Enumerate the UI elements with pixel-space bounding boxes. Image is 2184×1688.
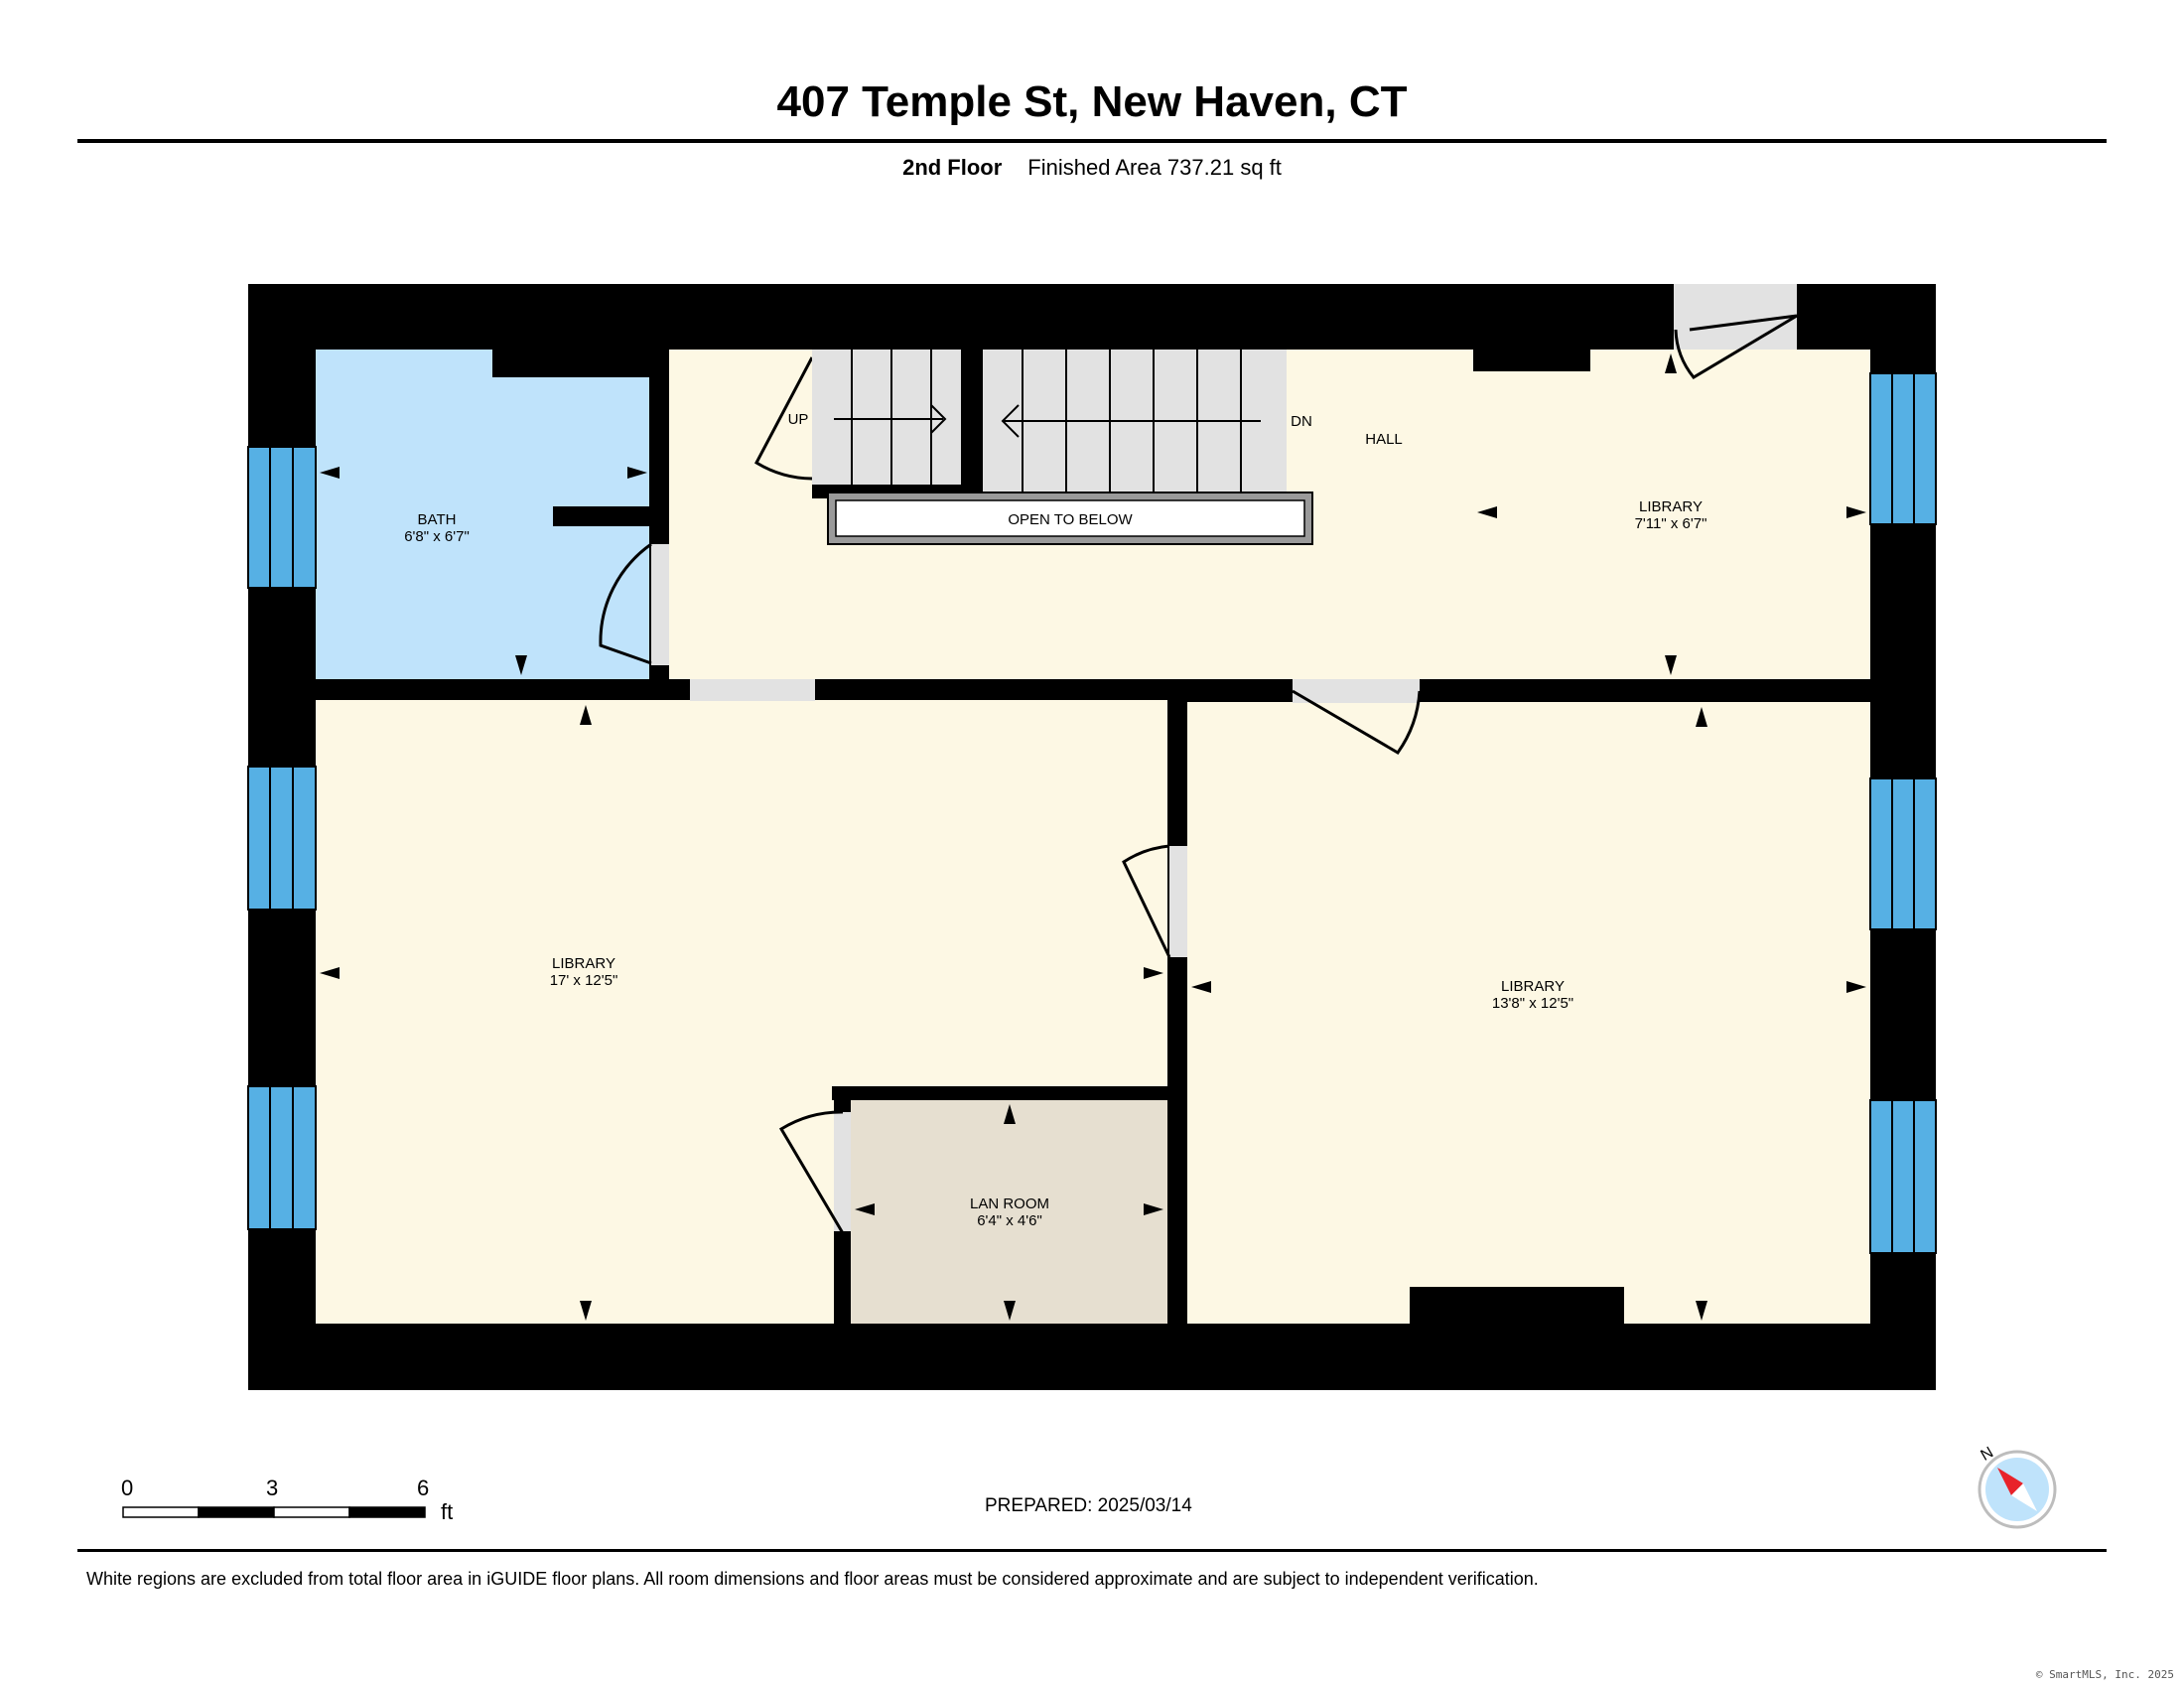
- door-swing-library-east: [1292, 689, 1422, 755]
- address-title: 407 Temple St, New Haven, CT: [776, 77, 1408, 126]
- bath-name: BATH: [418, 511, 457, 528]
- door-swing-lan-room: [778, 1110, 845, 1234]
- chimney-block: [1410, 1287, 1624, 1325]
- door-swing-stair: [754, 356, 814, 481]
- stair-up: [812, 350, 961, 485]
- door-hall-library: [690, 679, 815, 701]
- copyright: © SmartMLS, Inc. 2025: [2035, 1668, 2174, 1681]
- library-ne-name: LIBRARY: [1639, 498, 1703, 515]
- hall-name: HALL: [1365, 431, 1403, 448]
- door-lan-room: [834, 1112, 851, 1231]
- floor-label: 2nd Floor: [902, 155, 1003, 180]
- lan-room-floor: [851, 1100, 1167, 1324]
- header-rule: [77, 139, 2107, 143]
- library-e-name: LIBRARY: [1501, 978, 1565, 995]
- hall-wall-notch: [1473, 348, 1590, 371]
- door-library-library: [1169, 846, 1187, 957]
- door-swing-bath: [599, 542, 652, 665]
- library-ne-dims: 7'11" x 6'7": [1635, 515, 1707, 532]
- lan-room-name: LAN ROOM: [970, 1196, 1049, 1212]
- door-bath: [651, 544, 669, 665]
- door-hall-library-east: [1293, 679, 1420, 703]
- library-e-dims: 13'8" x 12'5": [1492, 995, 1573, 1012]
- scale-tick-6: 6: [417, 1476, 429, 1500]
- prepared-date: PREPARED: 2025/03/14: [985, 1495, 1192, 1516]
- library-w-dims: 17' x 12'5": [550, 972, 618, 989]
- stair-down-label: DN: [1291, 413, 1312, 430]
- windows: [247, 372, 1937, 1254]
- dimension-arrows: [320, 353, 1866, 1321]
- library-east-floor: [1187, 702, 1870, 1324]
- scale-unit: ft: [441, 1499, 453, 1524]
- stair-up-label: UP: [788, 411, 809, 428]
- closet-nook: [1674, 284, 1797, 350]
- bath-dims: 6'8" x 6'7": [404, 528, 470, 545]
- lan-room-top-wall: [832, 1086, 1167, 1100]
- finished-area: Finished Area 737.21 sq ft: [1027, 155, 1282, 180]
- scale-tick-0: 0: [121, 1476, 133, 1500]
- door-swing-closet: [1674, 314, 1798, 379]
- disclaimer: White regions are excluded from total fl…: [86, 1569, 1539, 1589]
- scale-tick-3: 3: [266, 1476, 278, 1500]
- scale-bar: [122, 1506, 426, 1518]
- open-to-below-label: OPEN TO BELOW: [1008, 511, 1133, 528]
- stair-divider: [961, 350, 983, 498]
- bath-stub-wall: [553, 506, 652, 526]
- footer-rule: [77, 1549, 2107, 1552]
- lan-room-dims: 6'4" x 4'6": [977, 1212, 1042, 1229]
- compass-icon: N: [1978, 1444, 2057, 1529]
- door-swing-library-west: [1122, 844, 1171, 958]
- open-to-below-void: [835, 499, 1305, 537]
- floor-subtitle: 2nd Floor Finished Area 737.21 sq ft: [0, 155, 2184, 181]
- library-w-name: LIBRARY: [552, 955, 615, 972]
